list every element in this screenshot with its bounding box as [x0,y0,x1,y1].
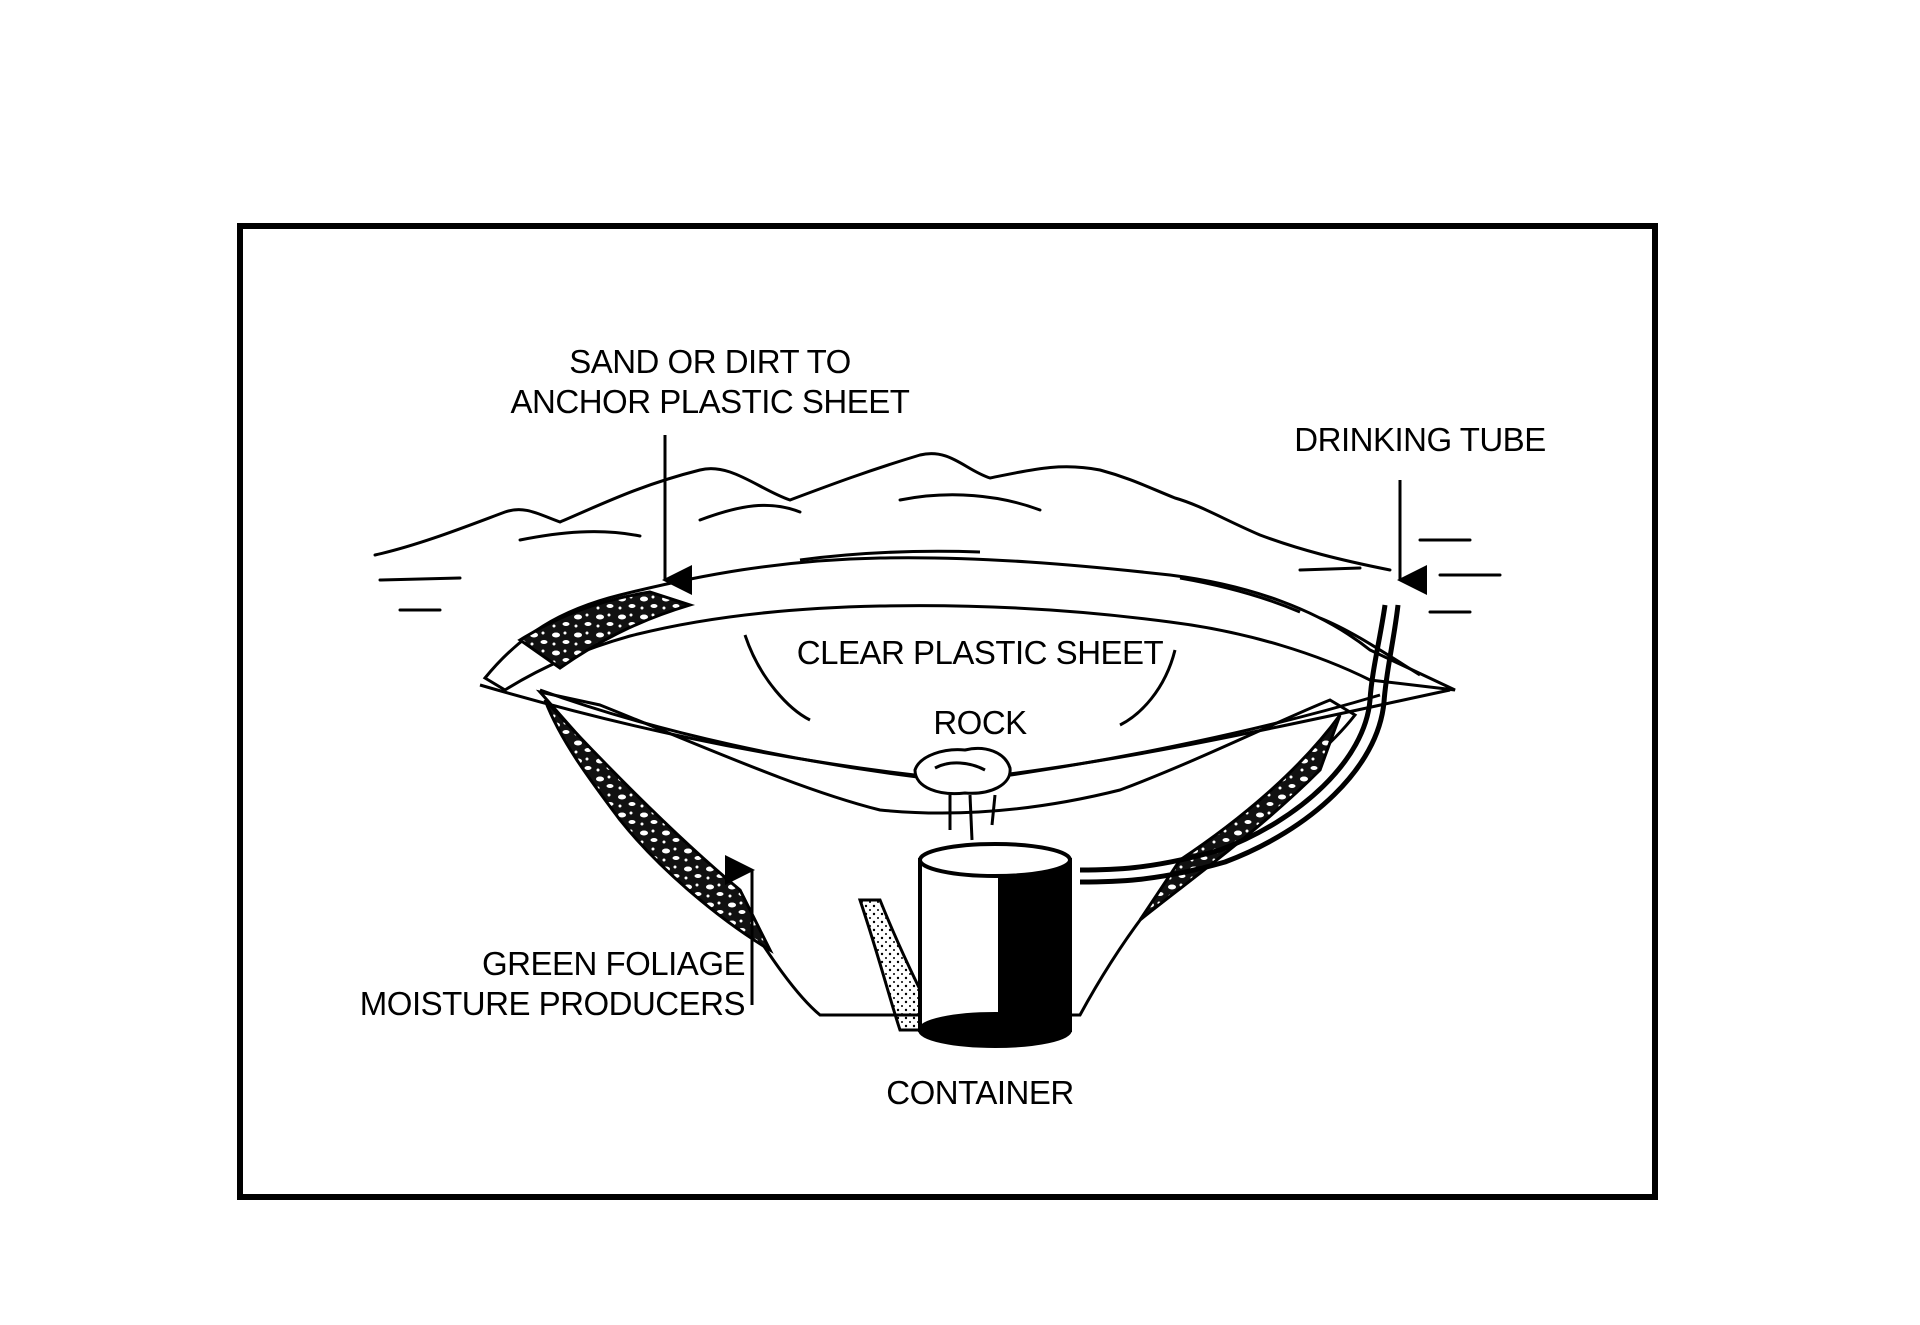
rock [913,746,1012,841]
rock-label: ROCK [933,704,1027,741]
green-foliage-label: GREEN FOLIAGE MOISTURE PRODUCERS [300,944,746,1024]
green-foliage-label-line1: GREEN FOLIAGE [481,945,746,982]
green-foliage-label-line2: MOISTURE PRODUCERS [359,985,746,1022]
figure-frame [237,223,1658,1200]
sand-dirt-label: SAND OR DIRT TO ANCHOR PLASTIC SHEET [440,342,980,422]
drinking-tube [1079,604,1401,885]
clear-plastic-sheet-label: CLEAR PLASTIC SHEET [796,634,1164,671]
sand-dirt-label-line1: SAND OR DIRT TO [569,343,851,380]
sand-dirt-rim [482,549,1456,692]
drinking-tube-label: DRINKING TUBE [1294,421,1546,458]
clear-plastic-sheet [479,634,1451,784]
background-hills [373,452,1502,614]
container-label: CONTAINER [886,1074,1074,1111]
container [918,842,1072,1048]
sand-dirt-label-line2: ANCHOR PLASTIC SHEET [510,383,910,420]
pointer-arrows [662,435,1427,1005]
